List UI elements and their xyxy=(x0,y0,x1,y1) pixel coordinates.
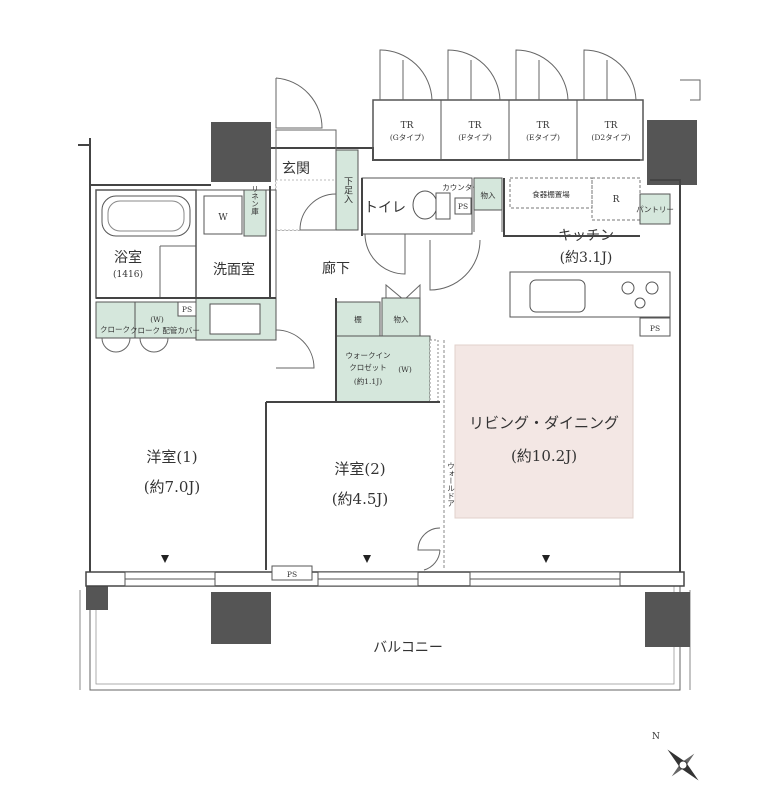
room2-area: (約4.5J) xyxy=(332,490,389,508)
balcony-area: バルコニー xyxy=(79,579,691,691)
burner-1 xyxy=(621,281,635,295)
tr-unit-1-label: TR xyxy=(401,121,414,131)
washroom-label: 洗面室 xyxy=(213,261,255,278)
washer xyxy=(203,195,243,235)
window-marker-3 xyxy=(542,555,550,563)
ps-bottom: PS xyxy=(287,570,297,579)
pillar-top-right xyxy=(647,120,697,185)
living-label: リビング・ダイニング xyxy=(469,414,619,432)
toilet-room: トイレ カウンター PS xyxy=(361,177,480,275)
shelf-label: 棚 xyxy=(354,314,362,324)
window-marker-2 xyxy=(363,555,371,563)
interior-walls xyxy=(96,178,640,570)
bathroom-label: 浴室 xyxy=(114,249,142,266)
bedroom-2: 洋室(2) (約4.5J) PS xyxy=(271,460,441,581)
closet-pipe-label: クローク 配管カバー xyxy=(130,325,200,335)
wash-basin xyxy=(209,303,261,335)
dish-shelf-label: 食器棚置場 xyxy=(532,189,570,199)
windows xyxy=(124,555,621,587)
pillar-top-left xyxy=(211,122,271,182)
wall-door-label: ウォールドア xyxy=(446,462,455,508)
tr-unit-2-type: (Fタイプ) xyxy=(458,133,492,142)
pillar-corner-left xyxy=(86,582,108,610)
entrance: 玄関 下足入 xyxy=(275,77,359,231)
compass-icon: N xyxy=(652,732,699,781)
window-marker-1 xyxy=(161,555,169,563)
compass-north: N xyxy=(652,732,660,742)
pillar-bottom-right xyxy=(645,592,690,647)
ps-kitchen: PS xyxy=(650,324,660,333)
closet-label: クローク xyxy=(100,325,130,334)
sink xyxy=(529,279,586,313)
kitchen: 食器棚置場 R パントリー キッチン (約3.1J) PS xyxy=(429,177,674,337)
tr-unit-4-label: TR xyxy=(605,121,618,131)
closet-w-label: (W) xyxy=(150,315,164,324)
wic-w: (W) xyxy=(398,365,412,374)
shoe-storage-label: 下足入 xyxy=(342,177,353,204)
entrance-label: 玄関 xyxy=(282,160,310,177)
living-area: (約10.2J) xyxy=(511,447,577,465)
toilet-label: トイレ xyxy=(364,200,406,216)
room1-area: (約7.0J) xyxy=(144,478,201,496)
wic-area: (約1.1J) xyxy=(354,376,382,386)
wic-line1: ウォークイン xyxy=(346,351,391,360)
balcony-label: バルコニー xyxy=(373,640,443,656)
tr-unit-2-label: TR xyxy=(469,121,482,131)
tr-unit-4-type: (D2タイプ) xyxy=(591,133,630,142)
pillars xyxy=(86,120,697,647)
bathroom: 浴室 (1416) xyxy=(95,189,197,299)
tr-unit-3-label: TR xyxy=(537,121,550,131)
hallway-label: 廊下 xyxy=(322,260,350,277)
storage2-label: 物入 xyxy=(394,314,409,324)
living-dining: リビング・ダイニング (約10.2J) ウォールドア xyxy=(443,340,634,570)
room1-label: 洋室(1) xyxy=(146,448,197,466)
bathroom-size: (1416) xyxy=(113,269,143,280)
tr-unit-1-type: (Gタイプ) xyxy=(390,133,424,142)
counter-label: カウンター xyxy=(442,183,480,192)
bedroom-1: 洋室(1) (約7.0J) xyxy=(144,448,201,496)
wic-line2: クロゼット xyxy=(349,362,387,372)
burner-3 xyxy=(634,297,646,309)
burner-2 xyxy=(645,281,659,295)
pillar-bottom-left xyxy=(211,592,271,644)
pantry-label: パントリー xyxy=(636,205,674,214)
storage-top: 物入 xyxy=(473,177,503,232)
washroom: W リネン庫 洗面室 xyxy=(195,185,277,341)
linen-storage xyxy=(243,189,267,237)
shoe-storage xyxy=(335,149,359,231)
room2-label: 洋室(2) xyxy=(334,460,385,478)
storage-top-label: 物入 xyxy=(481,190,496,200)
ps-closet: PS xyxy=(182,305,192,314)
washer-label: W xyxy=(218,213,228,223)
ps-toilet: PS xyxy=(458,202,468,211)
fridge-label: R xyxy=(613,195,620,205)
closets-left: クローク (W) クローク 配管カバー PS xyxy=(95,301,200,353)
kitchen-area: (約3.1J) xyxy=(560,250,613,266)
hallway: 廊下 xyxy=(275,260,421,369)
tr-unit-3-type: (Eタイプ) xyxy=(526,133,560,142)
tr-units: TR (Gタイプ) TR (Fタイプ) TR (Eタイプ) TR (D2タイプ) xyxy=(372,49,701,161)
linen-label: リネン庫 xyxy=(250,185,259,216)
walk-in-closet: 棚 物入 ウォークイン クロゼット (約1.1J) (W) xyxy=(335,297,439,403)
